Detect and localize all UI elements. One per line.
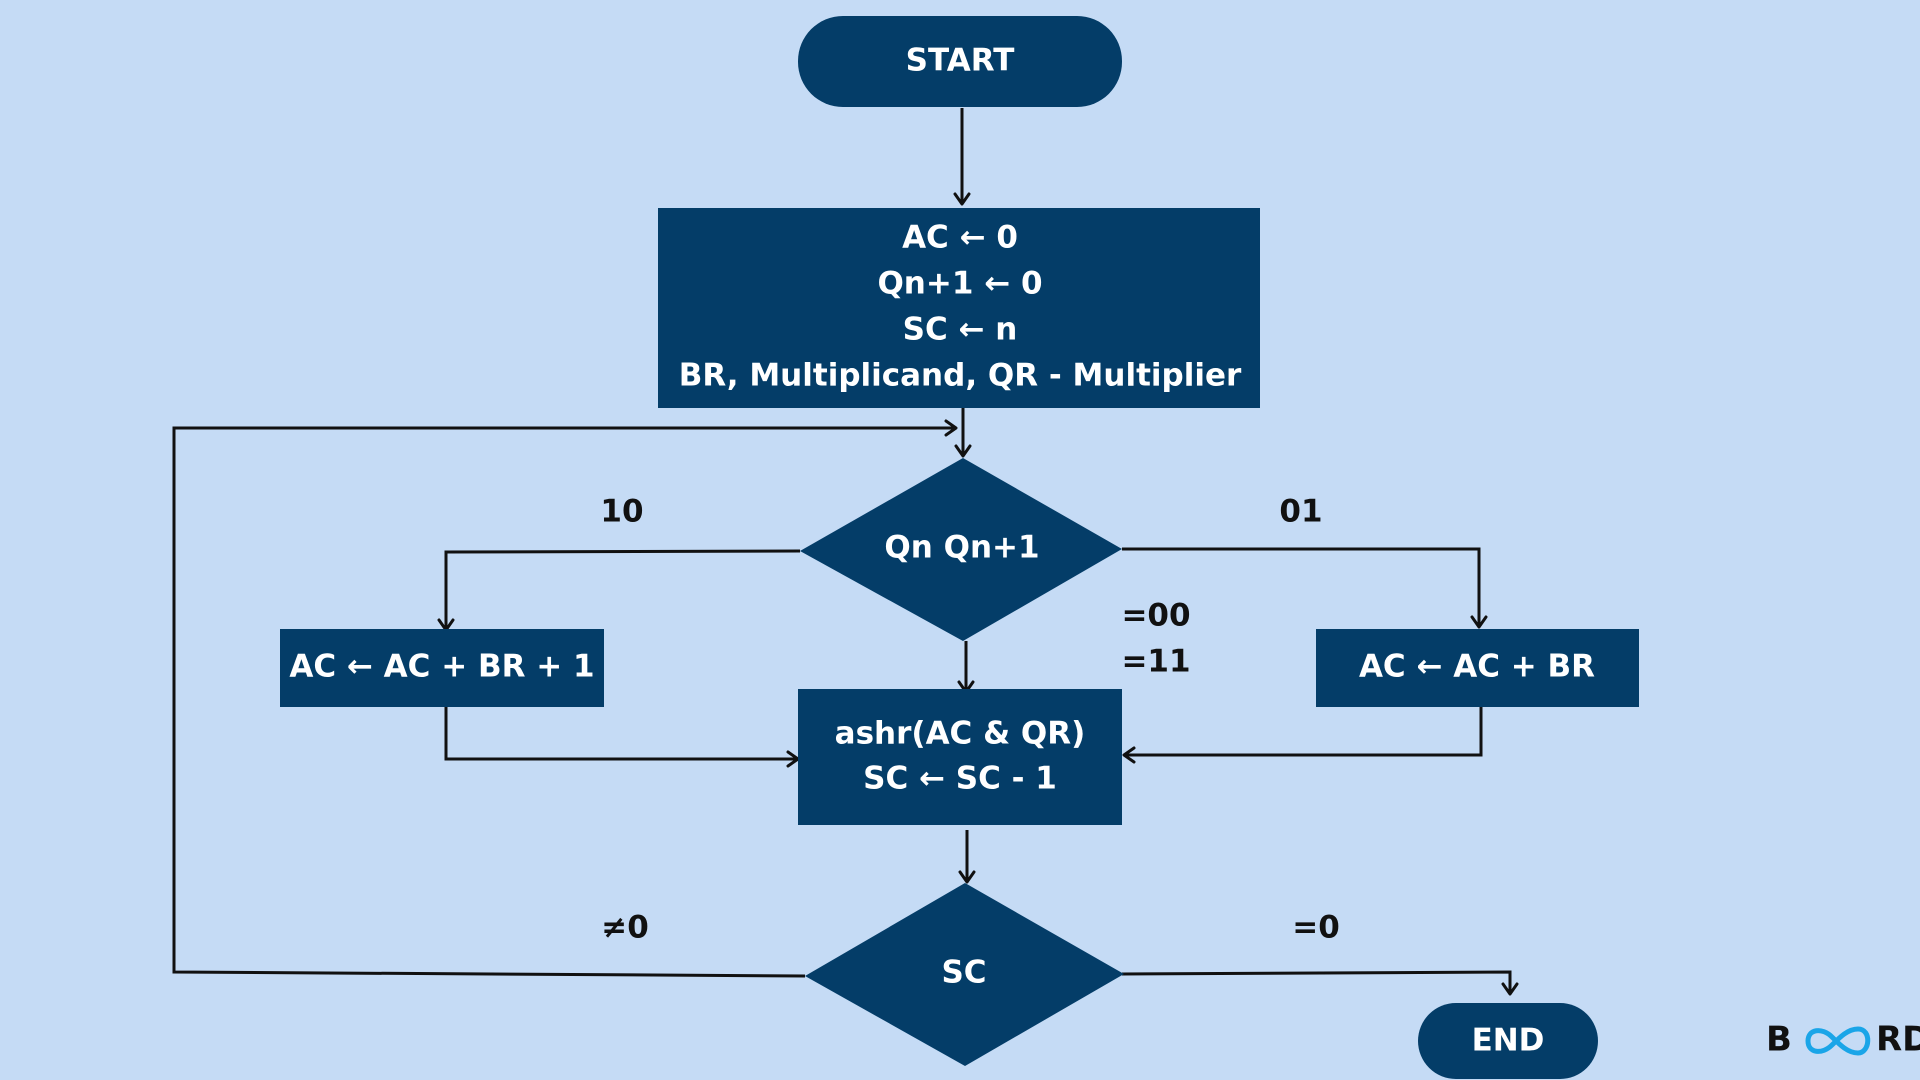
init-line-3: SC ← n — [903, 312, 1018, 348]
logo-infinity-icon — [1805, 1026, 1871, 1056]
subtract-label: AC ← AC + BR + 1 — [289, 649, 594, 685]
edge-label-eq-00: =00 — [1121, 598, 1190, 634]
edge-label-eq-11: =11 — [1121, 644, 1190, 680]
edge-sub-shift — [444, 707, 798, 761]
arrowhead-loop-back — [944, 419, 958, 437]
init-line-2: Qn+1 ← 0 — [877, 266, 1042, 302]
start-label: START — [906, 43, 1015, 79]
shift-process-box — [798, 689, 1122, 825]
edge-sc-end — [1121, 970, 1512, 994]
arrowhead-init-decision — [954, 444, 972, 458]
end-label: END — [1472, 1023, 1545, 1059]
init-process-box — [658, 208, 1260, 408]
decision-sc-label: SC — [941, 955, 986, 991]
add-label: AC ← AC + BR — [1359, 649, 1595, 685]
init-line-4: BR, Multiplicand, QR - Multiplier — [679, 358, 1242, 394]
edge-label-10: 10 — [600, 494, 643, 530]
decision-qn-label: Qn Qn+1 — [884, 530, 1039, 566]
decision-qn-diamond — [800, 458, 1122, 641]
edge-add-shift — [1124, 707, 1483, 757]
add-process-box — [1316, 629, 1639, 707]
end-terminator — [1418, 1003, 1598, 1079]
logo-letters-right: RD — [1876, 1020, 1920, 1060]
edge-label-eq-0: =0 — [1292, 910, 1340, 946]
board-logo: B RD — [1766, 1020, 1920, 1060]
edge-decision-add — [1122, 547, 1481, 627]
arrowhead-start-init — [953, 192, 971, 206]
decision-sc-diamond — [805, 883, 1124, 1066]
shift-line-2: SC ← SC - 1 — [863, 761, 1057, 797]
arrowhead-sc-end — [1501, 982, 1519, 996]
subtract-process-box — [280, 629, 604, 707]
init-line-1: AC ← 0 — [902, 220, 1018, 256]
edge-label-not-zero: ≠0 — [601, 910, 649, 946]
arrowhead-shift-sc — [958, 870, 976, 884]
shift-line-1: ashr(AC & QR) — [835, 716, 1086, 752]
edge-loop-back — [172, 426, 955, 978]
arrowhead-add-shift — [1122, 746, 1136, 764]
edge-label-01: 01 — [1279, 494, 1322, 530]
start-terminator — [798, 16, 1122, 107]
logo-letter-left: B — [1766, 1020, 1792, 1060]
arrowhead-decision-add — [1470, 615, 1488, 629]
edge-decision-sub — [444, 549, 801, 630]
